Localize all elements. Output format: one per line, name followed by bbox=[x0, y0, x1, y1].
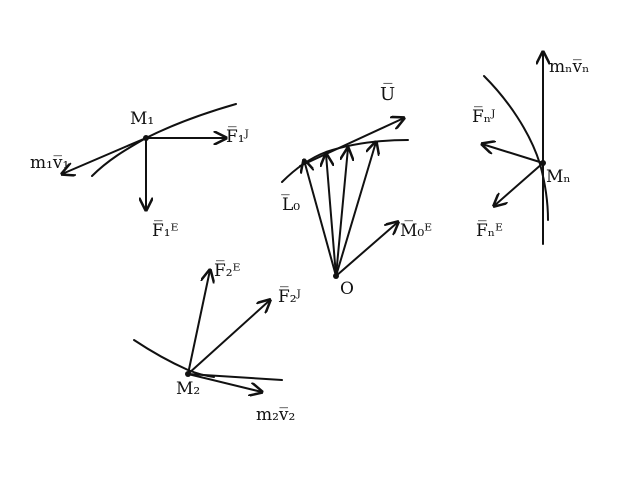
label-mn: Mₙ bbox=[546, 167, 571, 187]
point-m2-dot bbox=[185, 371, 191, 377]
trajectory-curve-mn bbox=[483, 75, 549, 221]
label-m1v1: m₁v̅₁ bbox=[30, 153, 69, 173]
point-mn-group: mₙv̅ₙ F̅ₙᴶ Mₙ F̅ₙᴱ bbox=[472, 52, 589, 245]
ray-l0-1 bbox=[304, 160, 337, 277]
label-u: U̅ bbox=[380, 83, 395, 105]
label-o: O bbox=[340, 279, 354, 299]
ray-l0-3 bbox=[335, 148, 348, 277]
label-moe: M̅₀ᴱ bbox=[400, 220, 432, 241]
point-m2-group: F̅₂ᴱ F̅₂ᴶ M₂ m₂v̅₂ bbox=[133, 260, 301, 425]
vector-f2j-arrow bbox=[187, 300, 270, 375]
point-m1-dot bbox=[143, 135, 149, 141]
point-mn-dot bbox=[540, 160, 546, 166]
label-mnvn: mₙv̅ₙ bbox=[549, 57, 589, 77]
point-o-dot bbox=[333, 273, 339, 279]
vector-m2v2-arrow bbox=[187, 373, 262, 392]
label-fne: F̅ₙᴱ bbox=[476, 220, 503, 241]
label-m2v2: m₂v̅₂ bbox=[256, 405, 295, 425]
point-o-group: U̅ L̅₀ M̅₀ᴱ O bbox=[281, 83, 432, 299]
label-f1j: F̅₁ᴶ bbox=[226, 126, 249, 147]
label-l0: L̅₀ bbox=[281, 194, 301, 215]
label-f2j: F̅₂ᴶ bbox=[278, 286, 301, 307]
label-f2e: F̅₂ᴱ bbox=[214, 260, 240, 281]
baseline-m2 bbox=[187, 373, 283, 381]
ray-l0-4 bbox=[335, 142, 376, 277]
vector-fne-arrow bbox=[494, 162, 544, 206]
vector-u-arrow bbox=[299, 118, 404, 167]
label-m1: M₁ bbox=[130, 109, 154, 129]
point-m1-group: M₁ m₁v̅₁ F̅₁ᴶ F̅₁ᴱ bbox=[30, 103, 249, 241]
trajectory-curve-m2 bbox=[133, 339, 215, 378]
trajectory-curve-o bbox=[281, 139, 409, 183]
ray-l0-2 bbox=[326, 154, 337, 277]
label-f1e: F̅₁ᴱ bbox=[152, 220, 178, 241]
label-fnj: F̅ₙᴶ bbox=[472, 106, 495, 127]
label-m2: M₂ bbox=[176, 379, 200, 399]
vector-moe-arrow bbox=[335, 222, 398, 277]
vector-f2e-arrow bbox=[187, 270, 210, 375]
trajectory-curve-m1 bbox=[91, 103, 237, 177]
vector-m1v1-arrow bbox=[62, 137, 147, 174]
vector-fnj-arrow bbox=[482, 144, 544, 164]
